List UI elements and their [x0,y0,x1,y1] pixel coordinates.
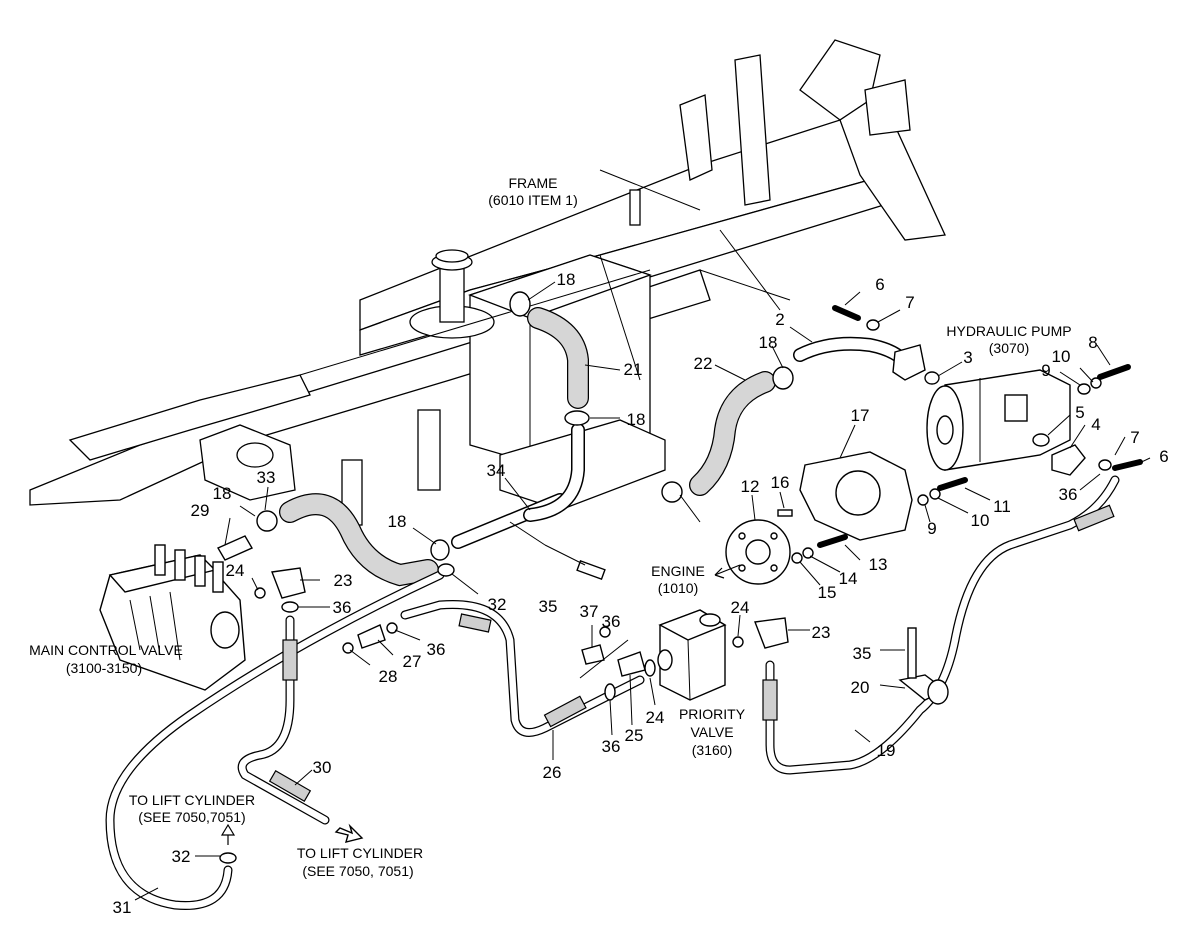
mcv-caption-line1: MAIN CONTROL VALVE [29,642,183,658]
callout-19: 19 [877,741,896,760]
priority-caption-line1: PRIORITY [679,706,746,722]
callout-24: 24 [646,708,665,727]
frame-caption-line1: FRAME [509,175,558,191]
callout-31: 31 [113,898,132,917]
callout-33: 33 [257,468,276,487]
callout-13: 13 [869,555,888,574]
captions: FRAME (6010 ITEM 1) HYDRAULIC PUMP (3070… [29,175,1072,879]
callout-36: 36 [333,598,352,617]
lift1-caption-line2: (SEE 7050,7051) [138,809,245,825]
callout-23: 23 [334,571,353,590]
callout-24: 24 [226,561,245,580]
callout-9: 9 [927,519,936,538]
callout-37: 37 [580,602,599,621]
engine-caption-line2: (1010) [658,580,698,596]
callout-32: 32 [488,595,507,614]
callout-3: 3 [963,348,972,367]
callout-23: 23 [812,623,831,642]
callout-36: 36 [602,737,621,756]
callout-36: 36 [427,640,446,659]
callout-2: 2 [775,310,784,329]
callout-21: 21 [624,360,643,379]
callout-14: 14 [839,569,858,588]
callout-20: 20 [851,678,870,697]
pump-caption-line1: HYDRAULIC PUMP [946,323,1071,339]
mcv-caption-line2: (3100-3150) [66,660,142,676]
callout-36: 36 [1059,485,1078,504]
callout-28: 28 [379,667,398,686]
pump-caption-line2: (3070) [989,340,1029,356]
pressure-lines [105,475,1120,911]
callout-18: 18 [759,333,778,352]
callout-9: 9 [1041,361,1050,380]
callout-8: 8 [1088,333,1097,352]
callout-7: 7 [1130,428,1139,447]
callouts: 18 21 18 6 7 2 8 3 18 22 10 9 5 4 7 6 17… [113,270,1169,917]
callout-6: 6 [1159,447,1168,466]
callout-30: 30 [313,758,332,777]
suction-hoses [256,291,794,587]
engine-caption-line1: ENGINE [651,563,705,579]
callout-18: 18 [388,512,407,531]
lift2-caption-line1: TO LIFT CYLINDER [297,845,423,861]
callout-25: 25 [625,726,644,745]
leader-lines [134,169,1151,901]
priority-caption-line2: VALVE [690,724,733,740]
callout-11: 11 [993,497,1011,516]
callout-18: 18 [213,484,232,503]
callout-18: 18 [557,270,576,289]
callout-29: 29 [191,501,210,520]
callout-18: 18 [627,410,646,429]
callout-26: 26 [543,763,562,782]
priority-valve [657,609,727,701]
callout-7: 7 [905,293,914,312]
callout-15: 15 [818,583,837,602]
callout-12: 12 [741,477,760,496]
callout-36: 36 [602,612,621,631]
lift2-caption-line2: (SEE 7050, 7051) [302,863,413,879]
callout-10: 10 [1052,347,1071,366]
callout-24: 24 [731,598,750,617]
callout-34: 34 [487,461,506,480]
frame-caption-line2: (6010 ITEM 1) [488,192,577,208]
frame-structure [29,39,946,526]
callout-10: 10 [971,511,990,530]
callout-22: 22 [694,354,713,373]
callout-32: 32 [172,847,191,866]
lift1-caption-line1: TO LIFT CYLINDER [129,792,255,808]
main-control-valve [99,535,253,691]
callout-17: 17 [851,406,870,425]
priority-caption-line3: (3160) [692,742,732,758]
callout-4: 4 [1091,415,1100,434]
callout-16: 16 [771,473,790,492]
callout-35: 35 [539,597,558,616]
callout-5: 5 [1075,403,1084,422]
callout-6: 6 [875,275,884,294]
hydraulic-pump-assembly [725,305,1143,585]
callout-35: 35 [853,644,872,663]
callout-27: 27 [403,652,422,671]
